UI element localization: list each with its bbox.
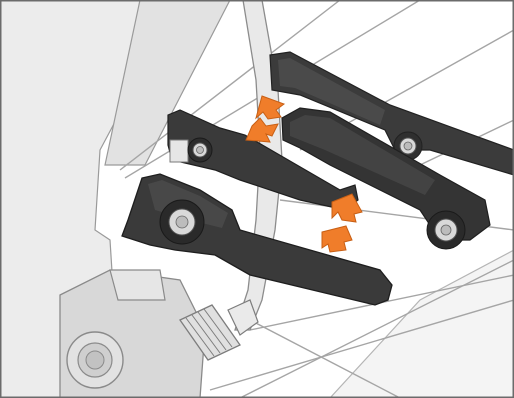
caliper-piston-center [86, 351, 104, 369]
caliper-block [110, 270, 165, 300]
